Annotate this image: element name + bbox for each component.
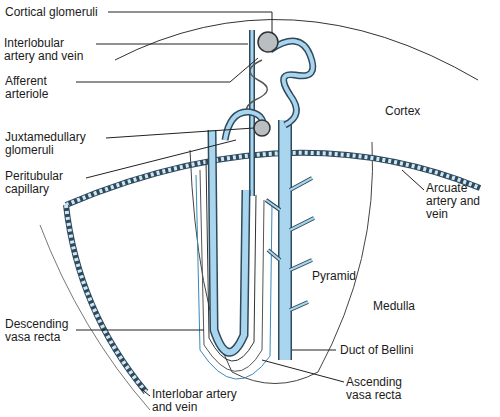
callout-label: Pyramid <box>312 270 356 283</box>
callout-label: Peritubular capillary <box>5 170 85 196</box>
glomerulus <box>254 120 270 136</box>
cortex-outline <box>115 20 478 81</box>
leader-lines <box>76 12 424 396</box>
callout-label: Ascending vasa recta <box>346 376 411 402</box>
arcuate-vessel <box>66 153 480 205</box>
callout-label: Medulla <box>373 300 415 313</box>
interlobar-vessel-hatch <box>66 205 146 392</box>
callout-label: Duct of Bellini <box>340 344 413 357</box>
collecting-duct <box>266 120 314 360</box>
vasa-recta <box>196 130 272 379</box>
callout-label: Arcuate artery and vein <box>426 182 498 221</box>
glomerulus <box>258 32 278 52</box>
callout-label: Descending vasa recta <box>5 318 75 344</box>
interlobar-vessel <box>66 205 146 392</box>
callout-label: Afferent arteriole <box>5 75 75 101</box>
callout-label: Cortex <box>385 105 420 118</box>
callout-label: Juxtamedullary glomeruli <box>5 131 105 157</box>
arcuate-vessel-hatch <box>66 153 480 205</box>
callout-label: Interlobar artery and vein <box>152 388 242 414</box>
cortical-tubules <box>225 41 313 140</box>
callout-label: Interlobular artery and vein <box>4 37 96 63</box>
callout-label: Cortical glomeruli <box>5 6 98 19</box>
